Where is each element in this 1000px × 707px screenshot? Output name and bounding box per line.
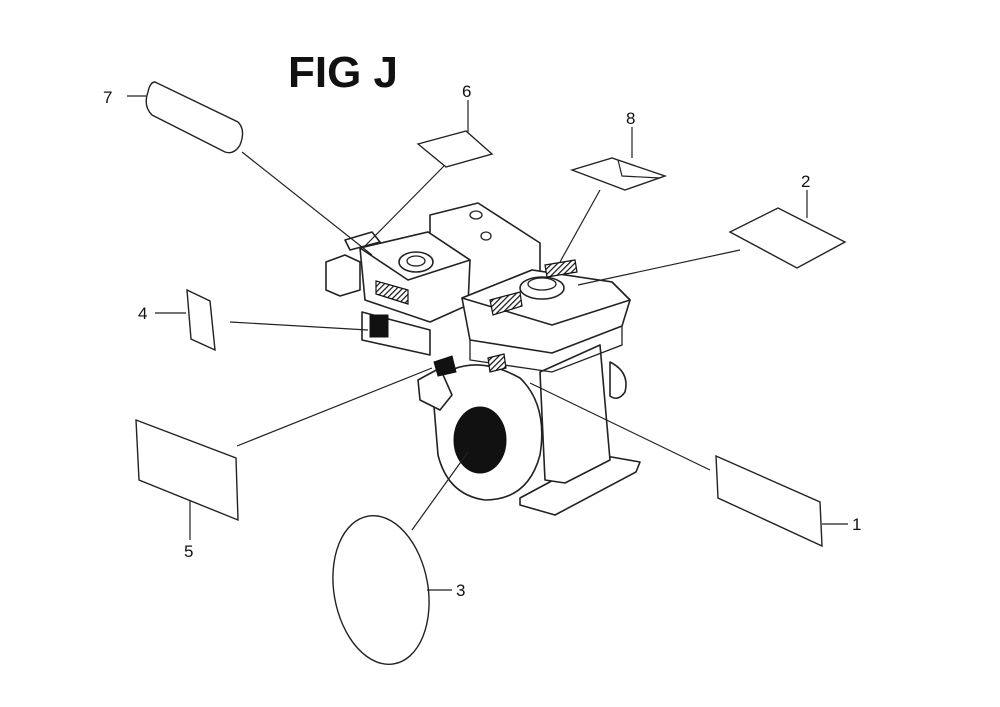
control-decal-block xyxy=(433,355,457,377)
part-1-shape xyxy=(715,454,823,548)
part-3-shape xyxy=(332,514,430,666)
engine-illustration xyxy=(325,202,641,516)
part-4-leader-b xyxy=(229,321,369,331)
rear-shroud-bolt-2 xyxy=(480,231,492,241)
part-8-decal[interactable]: 8 xyxy=(559,109,668,263)
crankcase-boss xyxy=(609,361,627,400)
fuel-cap xyxy=(519,276,565,300)
serial-decal-area xyxy=(487,353,507,373)
fuel-tank-lower-edge xyxy=(469,326,623,373)
callout-6: 6 xyxy=(462,82,471,101)
callout-7: 7 xyxy=(103,88,112,107)
callout-4: 4 xyxy=(138,304,147,323)
part-1-leader-b xyxy=(529,382,711,471)
part-5-shape xyxy=(135,418,239,522)
callout-5: 5 xyxy=(184,542,193,561)
part-3-decal[interactable]: 3 xyxy=(322,451,469,672)
fuel-cap-top xyxy=(527,277,557,291)
part-2-shape xyxy=(728,207,847,269)
callout-3: 3 xyxy=(456,581,465,600)
air-cleaner-decal-area xyxy=(375,280,409,305)
part-4-decal[interactable]: 4 xyxy=(138,288,369,352)
part-7-leader-b xyxy=(241,151,373,256)
rear-shroud-bolt xyxy=(469,210,483,220)
fuel-valve xyxy=(344,231,381,251)
air-cleaner-wingnut-inner xyxy=(406,255,426,267)
fuel-tank-decal-area xyxy=(489,291,523,316)
part-8-leader-b xyxy=(559,189,601,263)
part-6-shape xyxy=(416,130,494,168)
part-6-decal[interactable]: 6 xyxy=(364,82,494,247)
air-cleaner-wingnut xyxy=(398,251,434,273)
part-6-leader-b xyxy=(364,165,445,247)
part-7-shape xyxy=(145,81,244,154)
part-1-decal[interactable]: 1 xyxy=(529,382,861,548)
air-cleaner-decal-block xyxy=(369,314,389,338)
part-8-shape xyxy=(569,157,668,191)
part-7-decal[interactable]: 7 xyxy=(103,81,373,256)
crankcase-block xyxy=(539,344,611,484)
part-2-decal[interactable]: 2 xyxy=(577,172,847,286)
part-3-leader-b xyxy=(411,451,469,531)
callout-2: 2 xyxy=(801,172,810,191)
part-5-leader-b xyxy=(236,367,433,447)
callout-8: 8 xyxy=(626,109,635,128)
choke-lever xyxy=(325,254,361,297)
part-8-inner-line xyxy=(617,159,661,179)
part-2-leader-b xyxy=(577,249,741,286)
recoil-starter-grip xyxy=(453,406,507,474)
callout-1: 1 xyxy=(852,515,861,534)
fuel-tank-decal-area-2 xyxy=(544,259,578,278)
figure-title: FIG J xyxy=(288,48,398,97)
part-4-shape xyxy=(186,288,216,352)
part-5-decal[interactable]: 5 xyxy=(135,367,433,561)
